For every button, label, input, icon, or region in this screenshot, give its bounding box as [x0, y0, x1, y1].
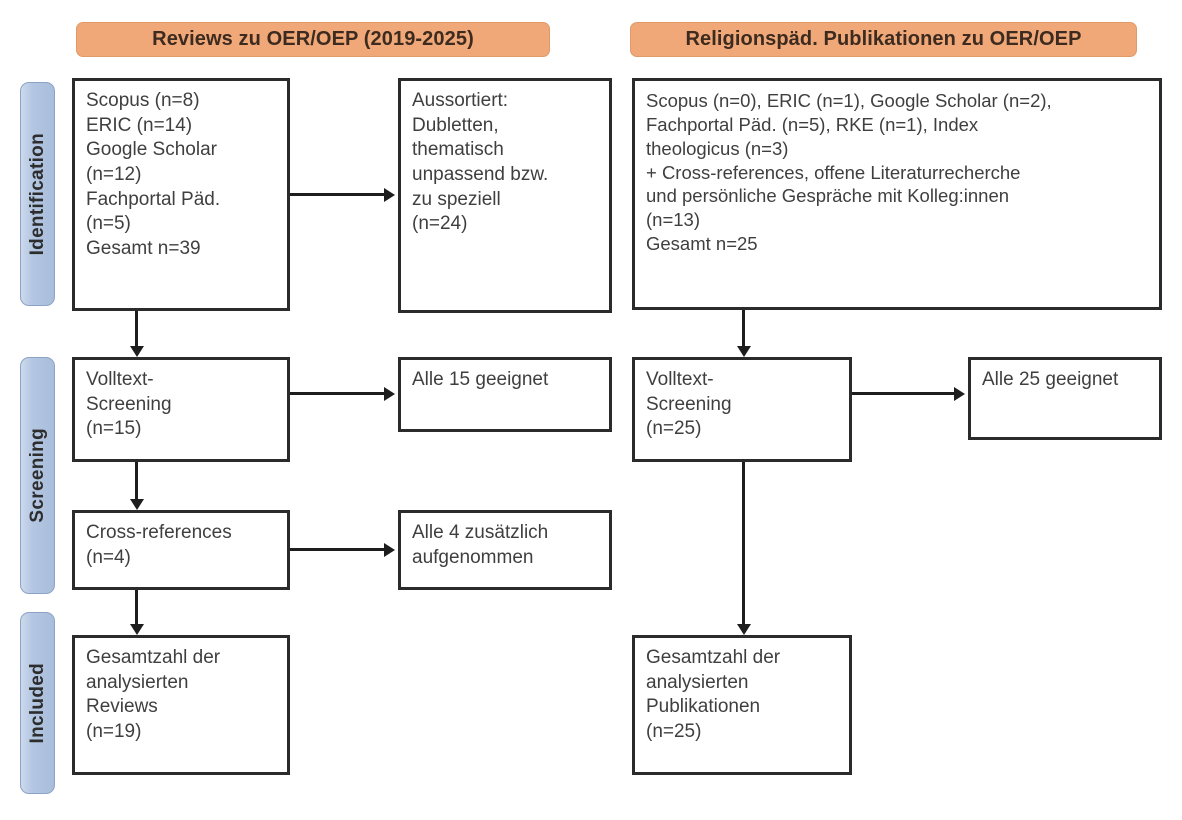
box-left-excluded: Aussortiert: Dubletten, thematisch unpas…	[398, 78, 612, 313]
connector-right-fulltext-to-included	[742, 462, 745, 624]
stage-label-identification: Identification	[26, 132, 48, 256]
arrowhead-left-fulltext-to-crossref	[130, 499, 144, 510]
box-left-crossreferences-result: Alle 4 zusätzlich aufgenommen	[398, 510, 612, 590]
box-left-crossreferences: Cross-references (n=4)	[72, 510, 290, 590]
connector-left-identification-to-excluded	[290, 193, 384, 196]
box-left-fulltext-screening: Volltext- Screening (n=15)	[72, 357, 290, 462]
stage-pill-screening: Screening	[20, 357, 55, 594]
stage-pill-included: Included	[20, 612, 55, 794]
box-right-identification: Scopus (n=0), ERIC (n=1), Google Scholar…	[632, 78, 1162, 310]
connector-right-identification-to-fulltext	[742, 310, 745, 346]
arrowhead-right-fulltext-to-result	[954, 387, 965, 401]
arrowhead-right-fulltext-to-included	[737, 624, 751, 635]
box-left-fulltext-result: Alle 15 geeignet	[398, 357, 612, 432]
stage-label-screening: Screening	[26, 428, 48, 523]
column-header-left: Reviews zu OER/OEP (2019-2025)	[76, 22, 550, 57]
box-left-identification: Scopus (n=8) ERIC (n=14) Google Scholar …	[72, 78, 290, 311]
connector-right-fulltext-to-result	[852, 392, 954, 395]
box-left-included: Gesamtzahl der analysierten Reviews (n=1…	[72, 635, 290, 775]
arrowhead-left-crossref-to-included	[130, 624, 144, 635]
box-right-fulltext-screening: Volltext- Screening (n=25)	[632, 357, 852, 462]
arrowhead-left-identification-to-excluded	[384, 188, 395, 202]
arrowhead-left-identification-to-fulltext	[130, 346, 144, 357]
connector-left-crossref-to-included	[135, 590, 138, 624]
connector-left-crossref-to-result	[290, 548, 384, 551]
column-header-right: Religionspäd. Publikationen zu OER/OEP	[630, 22, 1137, 57]
arrowhead-left-crossref-to-result	[384, 543, 395, 557]
stage-label-included: Included	[26, 662, 48, 744]
connector-left-fulltext-to-result	[290, 392, 384, 395]
connector-left-fulltext-to-crossref	[135, 462, 138, 499]
stage-pill-identification: Identification	[20, 82, 55, 306]
box-right-included: Gesamtzahl der analysierten Publikatione…	[632, 635, 852, 775]
arrowhead-right-identification-to-fulltext	[737, 346, 751, 357]
connector-left-identification-to-fulltext	[135, 311, 138, 346]
box-right-fulltext-result: Alle 25 geeignet	[968, 357, 1162, 440]
arrowhead-left-fulltext-to-result	[384, 387, 395, 401]
